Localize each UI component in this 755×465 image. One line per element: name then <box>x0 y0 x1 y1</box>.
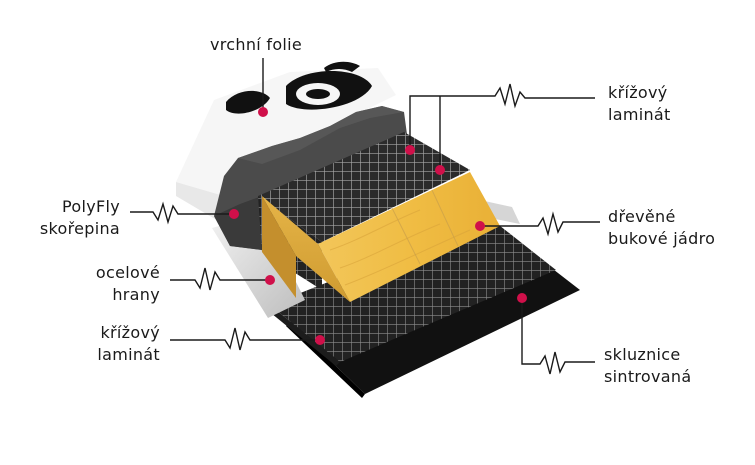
leader-base <box>521 300 595 375</box>
leader-cross-laminate-bottom <box>170 327 320 351</box>
label-core-line1: dřevěné <box>608 207 676 226</box>
label-base-line2: sintrovaná <box>604 367 692 386</box>
marker-shell <box>229 209 239 219</box>
label-shell: PolyFly skořepina <box>30 196 120 240</box>
label-cross-laminate-bottom-line1: křížový <box>100 323 160 342</box>
label-base: skluznice sintrovaná <box>604 344 691 388</box>
marker-edges <box>265 275 275 285</box>
label-cross-laminate-bottom: křížový laminát <box>60 322 160 366</box>
label-edges-line2: hrany <box>112 285 160 304</box>
marker-base <box>517 293 527 303</box>
marker-cross-laminate-bottom <box>315 335 325 345</box>
lower-cross-laminate <box>266 218 556 366</box>
label-core-line2: bukové jádro <box>608 229 716 248</box>
label-top-sheet: vrchní folie <box>210 34 302 56</box>
label-edges-line1: ocelové <box>95 263 160 282</box>
markers <box>229 107 527 345</box>
leader-shell <box>130 201 232 225</box>
label-shell-line1: PolyFly <box>62 197 120 216</box>
leader-edges <box>170 267 268 291</box>
marker-top-sheet <box>258 107 268 117</box>
leader-core <box>480 211 600 237</box>
marker-cross-laminate-top-1 <box>405 145 415 155</box>
label-top-sheet-line1: vrchní folie <box>210 35 303 54</box>
marker-cross-laminate-top-2 <box>435 165 445 175</box>
marker-core <box>475 221 485 231</box>
wood-core <box>262 172 500 302</box>
label-cross-laminate-top-line1: křížový <box>608 83 668 102</box>
label-shell-line2: skořepina <box>39 219 120 238</box>
label-edges: ocelové hrany <box>60 262 160 306</box>
label-cross-laminate-top: křížový laminát <box>608 82 671 126</box>
top-sheet <box>176 61 396 222</box>
label-base-line1: skluznice <box>604 345 681 364</box>
label-cross-laminate-top-line2: laminát <box>608 105 671 124</box>
label-cross-laminate-bottom-line2: laminát <box>97 345 160 364</box>
leader-cross-laminate-top <box>409 83 595 150</box>
label-core: dřevěné bukové jádro <box>608 206 715 250</box>
leader-lines <box>130 58 600 375</box>
